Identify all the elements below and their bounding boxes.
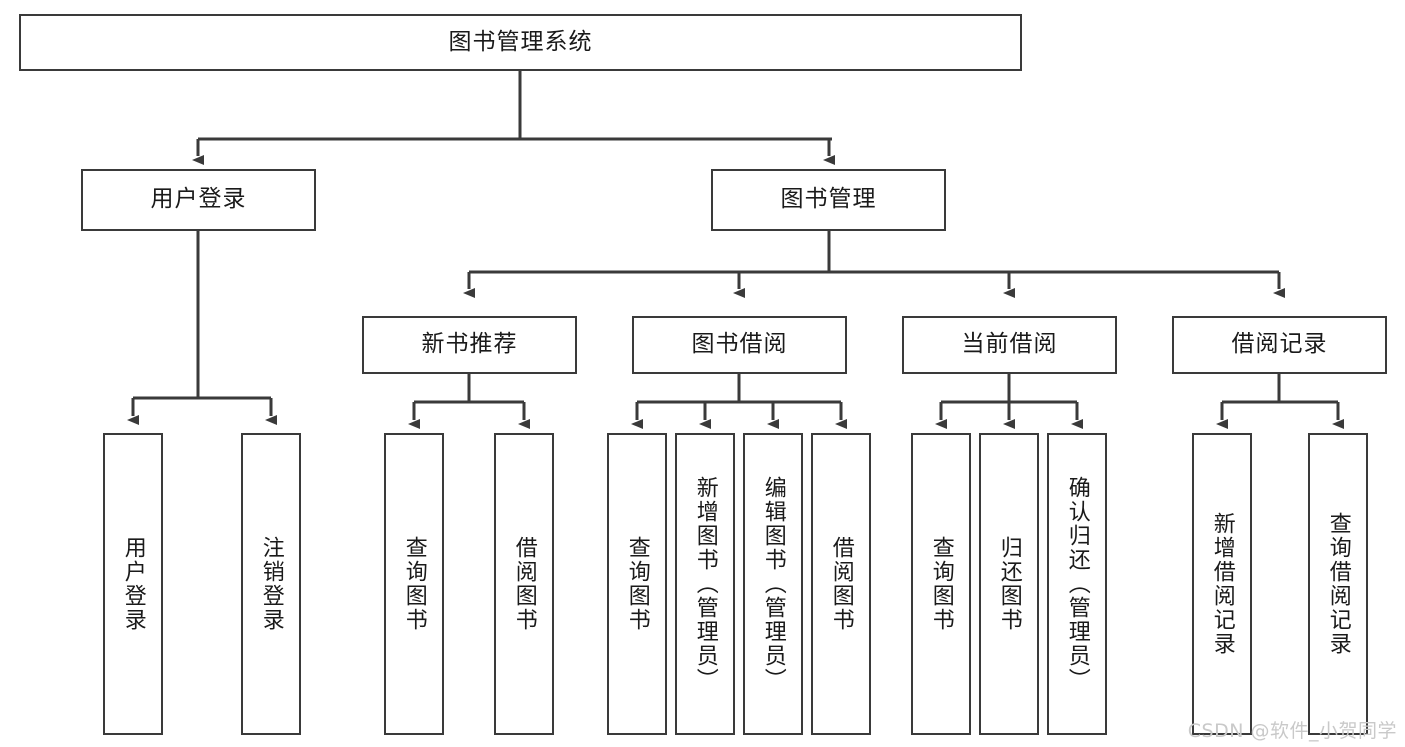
leaf-return-book[interactable]: 归还图书 (979, 433, 1039, 735)
leaf-query-book-recommend[interactable]: 查询图书 (384, 433, 444, 735)
node-label: 借阅图书 (511, 536, 537, 632)
leaf-edit-book-admin[interactable]: 编辑图书（管理员） (743, 433, 803, 735)
node-label: 借阅图书 (828, 536, 854, 632)
leaf-query-borrow-record[interactable]: 查询借阅记录 (1308, 433, 1368, 735)
leaf-add-book-admin[interactable]: 新增图书（管理员） (675, 433, 735, 735)
node-label: 编辑图书（管理员） (760, 476, 786, 692)
node-label: 图书管理 (780, 186, 877, 213)
node-label: 图书借阅 (691, 331, 788, 358)
node-new-book-recommend[interactable]: 新书推荐 (362, 316, 577, 374)
node-label: 查询图书 (928, 536, 954, 632)
node-book-management[interactable]: 图书管理 (711, 169, 946, 231)
leaf-user-login[interactable]: 用户登录 (103, 433, 163, 735)
leaf-borrow-book-recommend[interactable]: 借阅图书 (494, 433, 554, 735)
node-label: 图书管理系统 (448, 28, 593, 55)
node-borrow-record[interactable]: 借阅记录 (1172, 316, 1387, 374)
node-user-login[interactable]: 用户登录 (81, 169, 316, 231)
node-current-borrow[interactable]: 当前借阅 (902, 316, 1117, 374)
node-label: 新书推荐 (421, 331, 518, 358)
node-label: 确认归还（管理员） (1064, 476, 1090, 692)
node-label: 当前借阅 (961, 331, 1058, 358)
node-label: 用户登录 (120, 536, 146, 632)
node-label: 注销登录 (258, 536, 284, 632)
leaf-query-book[interactable]: 查询图书 (607, 433, 667, 735)
node-root[interactable]: 图书管理系统 (19, 14, 1022, 71)
node-label: 归还图书 (996, 536, 1022, 632)
node-label: 借阅记录 (1231, 331, 1328, 358)
leaf-borrow-book[interactable]: 借阅图书 (811, 433, 871, 735)
watermark: CSDN @软件_小贺同学 (1187, 720, 1397, 742)
node-label: 查询借阅记录 (1325, 512, 1351, 656)
leaf-logout[interactable]: 注销登录 (241, 433, 301, 735)
node-label: 新增图书（管理员） (692, 476, 718, 692)
leaf-confirm-return-admin[interactable]: 确认归还（管理员） (1047, 433, 1107, 735)
node-label: 用户登录 (150, 186, 247, 213)
node-label: 新增借阅记录 (1209, 512, 1235, 656)
node-label: 查询图书 (401, 536, 427, 632)
node-book-borrow[interactable]: 图书借阅 (632, 316, 847, 374)
node-label: 查询图书 (624, 536, 650, 632)
leaf-add-borrow-record[interactable]: 新增借阅记录 (1192, 433, 1252, 735)
leaf-query-book-current[interactable]: 查询图书 (911, 433, 971, 735)
